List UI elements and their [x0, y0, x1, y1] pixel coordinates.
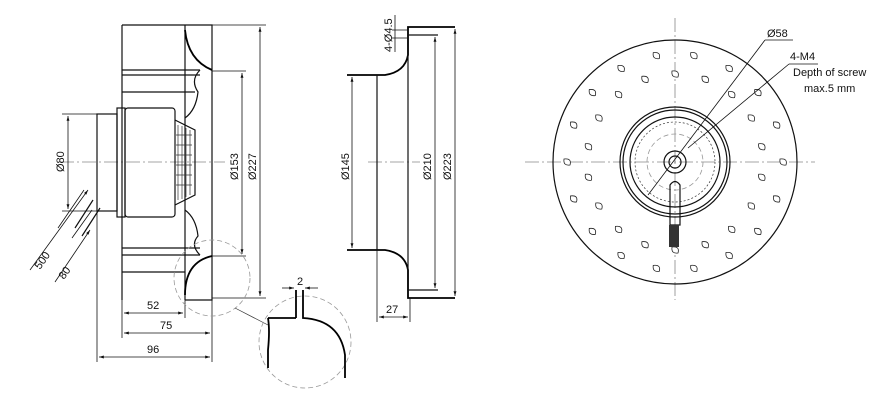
cable-length-500: 500: [33, 250, 53, 272]
dim-dia-210: Ø210: [422, 153, 434, 180]
dim-length-52: 52: [147, 300, 159, 312]
blade-hole-icon: [584, 143, 593, 151]
mounting-holes-label: 4-Ø4.5: [383, 18, 395, 52]
blade-hole-icon: [747, 202, 755, 210]
screw-size: 4-M4: [790, 51, 815, 63]
blade-hole-icon: [617, 64, 625, 72]
blade-hole-icon: [569, 121, 578, 129]
dim-length-75: 75: [160, 320, 172, 332]
front-view: Ø58 4-M4 Depth of screw max.5 mm: [525, 18, 866, 300]
detail-marker: [173, 239, 251, 317]
blade-hole-icon: [569, 195, 578, 203]
blade-hole-icon: [690, 264, 698, 272]
leader-screw: [687, 63, 790, 149]
dim-length-96: 96: [147, 344, 159, 356]
rotor: [629, 116, 721, 208]
blade-hole-icon: [701, 241, 709, 249]
cable-gland: [669, 180, 681, 226]
leader-dia-58: [647, 39, 766, 196]
blade-hole-icon: [747, 114, 755, 122]
blade-hole-icon: [758, 143, 766, 151]
blade-hole-icon: [614, 91, 623, 99]
screw-note-depth: Depth of screw: [793, 67, 866, 79]
blade-hole-icon: [772, 121, 781, 129]
dim-dia-227: Ø227: [247, 153, 259, 180]
cable-length-80: 80: [57, 265, 74, 282]
detail-gap-2: 2: [297, 276, 303, 288]
dim-depth-27: 27: [386, 304, 398, 316]
dim-dia-153: Ø153: [229, 153, 241, 180]
motor-stub: [96, 113, 118, 212]
blade-hole-icon: [652, 52, 661, 60]
side-view: 500 80 Ø80 Ø153 Ø227 52 75 96 2: [29, 24, 352, 389]
impeller-disc: [552, 39, 798, 285]
blade-hole-icon: [614, 225, 623, 233]
blade-hole-icon: [595, 202, 603, 210]
blade-hole-icon: [725, 252, 733, 260]
hub: [663, 150, 687, 174]
blade-hole-icon: [588, 227, 597, 235]
dim-dia-80: Ø80: [55, 151, 67, 172]
screw-note-max: max.5 mm: [804, 83, 855, 95]
blade-hole-icon: [617, 252, 625, 260]
blade-hole-icon: [652, 264, 661, 272]
cable: [74, 199, 101, 237]
impeller-outline: [122, 24, 213, 301]
blade-hole-icon: [754, 227, 762, 235]
blade-hole-icon: [595, 114, 603, 122]
dim-dia-58: Ø58: [767, 28, 788, 40]
blade-holes: [563, 52, 787, 272]
inlet-ring: [347, 26, 455, 299]
blade-hole-icon: [758, 173, 766, 181]
dim-dia-223: Ø223: [442, 153, 454, 180]
inlet-view: Ø145 Ø210 Ø223 27 4-Ø4.5: [340, 15, 457, 322]
blade-hole-icon: [641, 241, 649, 249]
cable-end: [669, 225, 679, 247]
blade-hole-icon: [641, 75, 649, 83]
motor-body: [124, 107, 176, 218]
blade-hole-icon: [690, 52, 698, 60]
blade-hole-icon: [725, 64, 733, 72]
blade-hole-icon: [728, 91, 736, 99]
blade-hole-icon: [772, 195, 781, 203]
blade-hole-icon: [584, 173, 593, 181]
blade-hole-icon: [563, 158, 571, 166]
blade-hole-icon: [588, 89, 597, 97]
dim-dia-145: Ø145: [340, 153, 352, 180]
blade-hole-icon: [701, 75, 709, 83]
blade-hole-icon: [671, 246, 679, 254]
blade-hole-icon: [728, 225, 736, 233]
detail-view: [258, 295, 352, 389]
blade-hole-icon: [779, 158, 787, 166]
blade-hole-icon: [671, 70, 679, 78]
